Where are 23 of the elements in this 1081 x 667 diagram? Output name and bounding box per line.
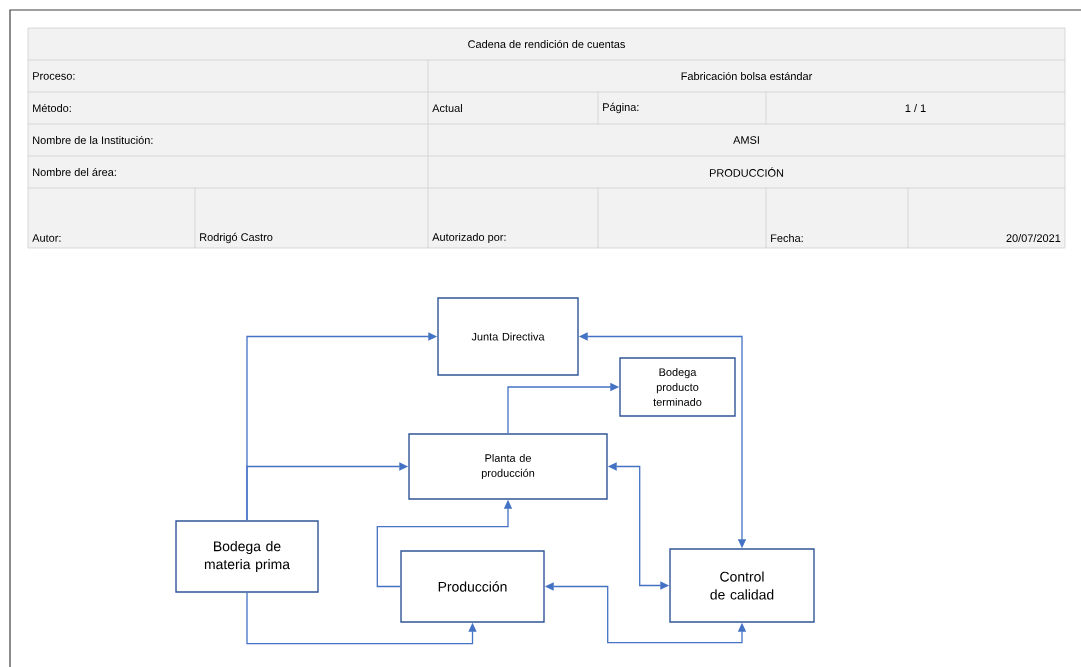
table-cell-text: Cadena de rendición de cuentas	[468, 39, 625, 49]
process-box: Control de calidad	[669, 548, 815, 623]
process-box: Producción	[400, 550, 545, 623]
table-cell-text: Fecha:	[771, 234, 803, 242]
table-cell-text: Autorizado por:	[432, 232, 506, 244]
process-box: Bodega producto terminado	[619, 357, 736, 417]
table-cell-text: PRODUCCIÓN	[709, 167, 784, 177]
process-box: Bodega de materia prima	[175, 520, 319, 593]
process-box: Planta de producción	[408, 433, 608, 500]
process-box: Junta Directiva	[437, 297, 579, 376]
table-cell-text: Método:	[33, 103, 71, 113]
table-cell-text: Autor:	[32, 234, 61, 242]
table-cell-text: 1 / 1	[905, 104, 926, 112]
table-cell-text: Actual	[432, 104, 462, 112]
table-cell-text: AMSI	[733, 136, 759, 144]
arrow	[246, 592, 477, 645]
table-cell-text: Fabricación bolsa estándar	[681, 71, 813, 81]
table-cell-text: Proceso:	[33, 72, 75, 80]
table-cell-text: 20/07/2021	[1006, 234, 1061, 242]
table-cell-text: Nombre de la Institución:	[33, 135, 153, 145]
table-cell-text: Nombre del área:	[33, 167, 116, 177]
name-text: Rodrigó Castro	[200, 232, 273, 244]
table-cell-text: Página:	[603, 102, 639, 114]
